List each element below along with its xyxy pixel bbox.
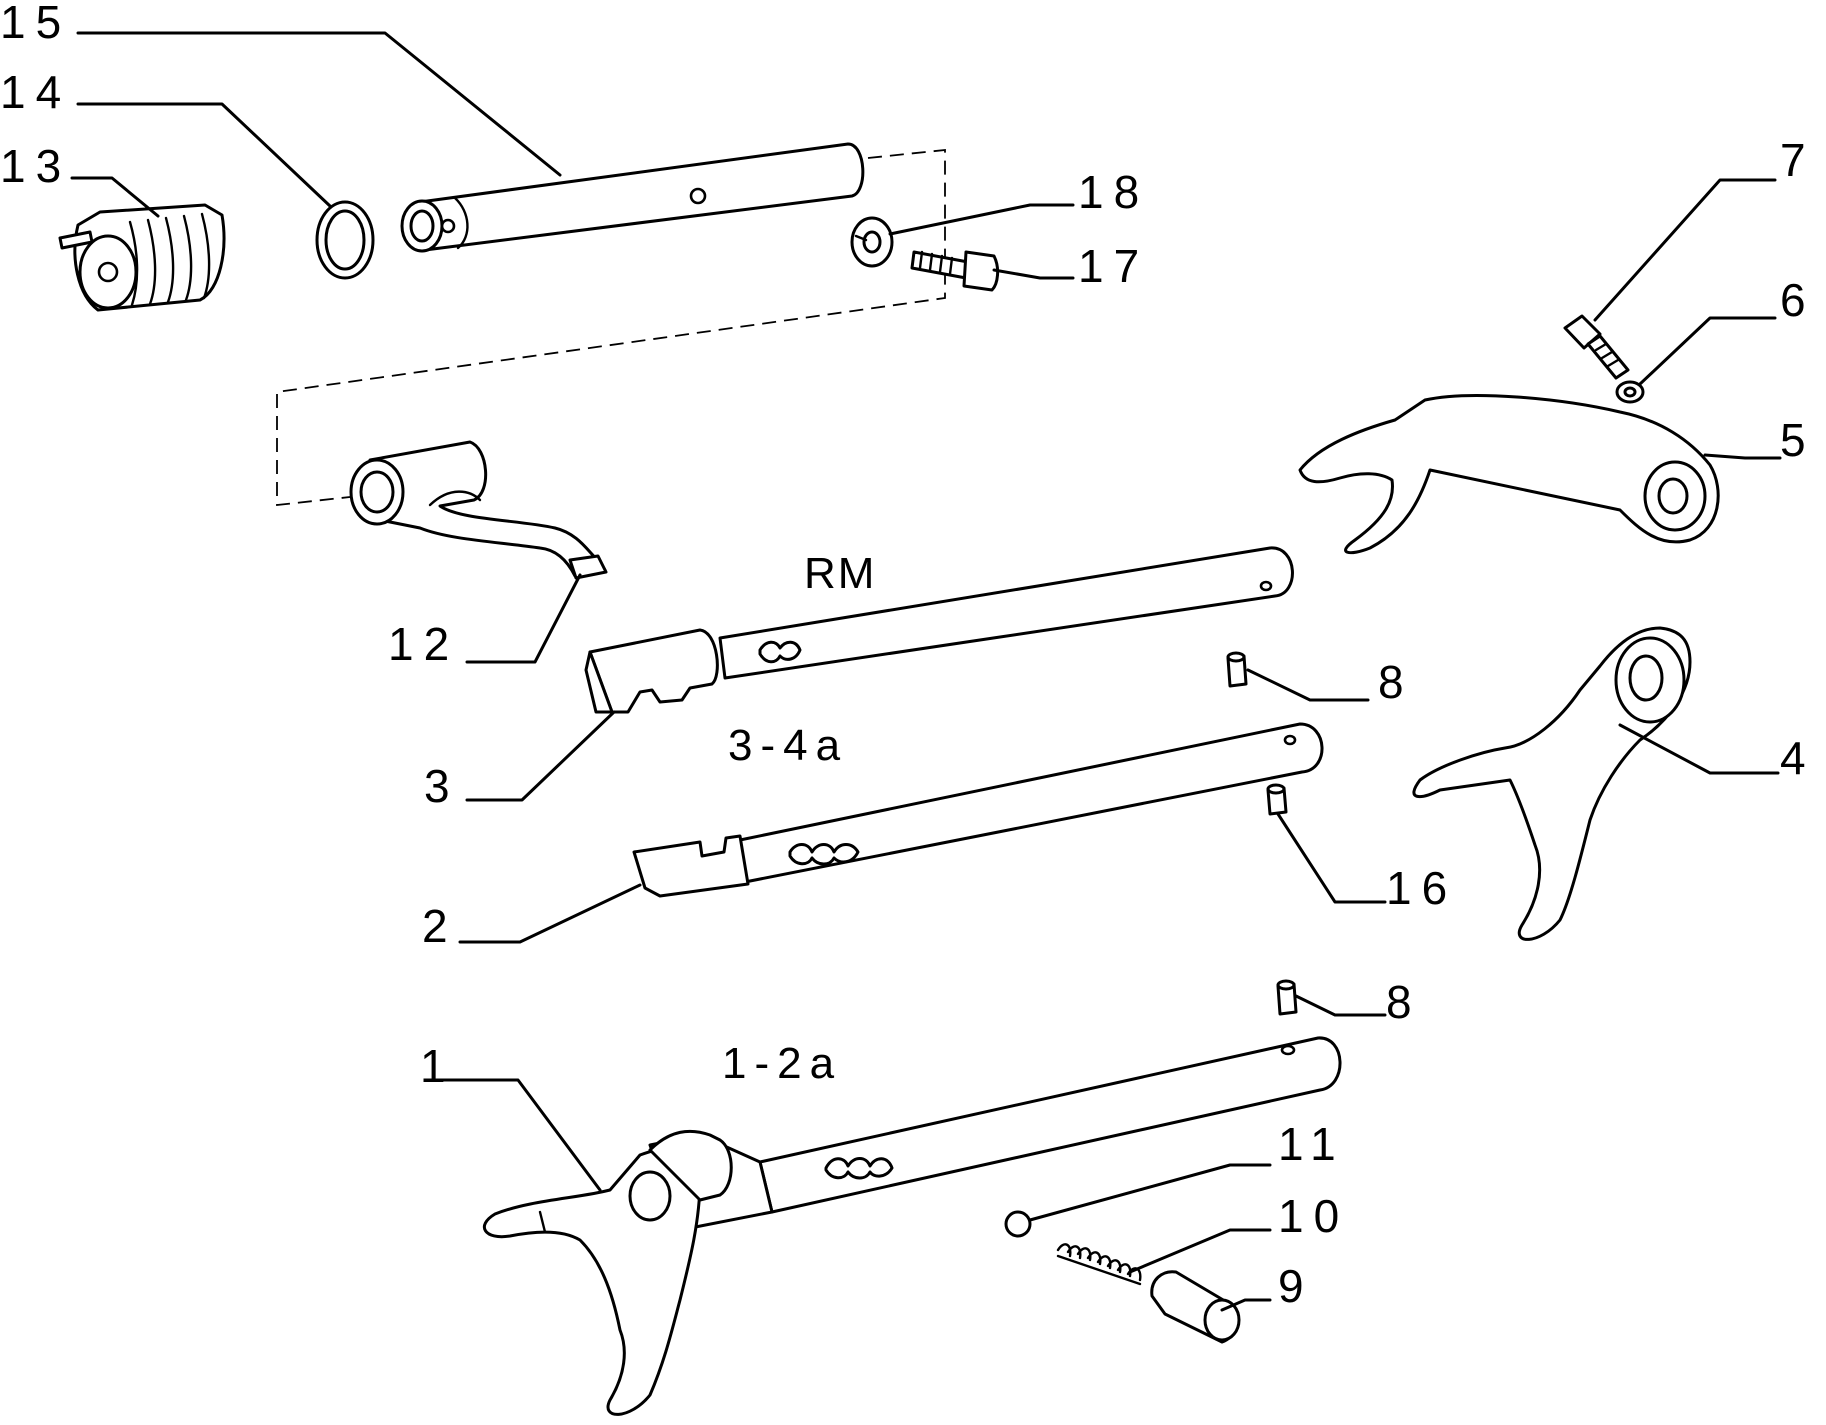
part-7-bolt bbox=[1563, 314, 1630, 380]
callout-7: 7 bbox=[1780, 134, 1816, 186]
leader-15 bbox=[76, 31, 562, 177]
assembly-guide-dashed bbox=[276, 149, 946, 507]
callout-16: 16 bbox=[1386, 862, 1457, 914]
leader-14 bbox=[76, 102, 332, 208]
part-6-washer bbox=[1615, 380, 1645, 404]
leader-12 bbox=[465, 573, 582, 664]
callout-14: 14 bbox=[0, 66, 71, 118]
leader-2 bbox=[458, 883, 642, 944]
part-16-pin bbox=[1266, 783, 1288, 816]
leader-1 bbox=[438, 1078, 602, 1192]
callout-4: 4 bbox=[1780, 732, 1816, 784]
part-18-washer bbox=[850, 216, 894, 268]
leader-16 bbox=[1276, 812, 1387, 904]
part-13-threaded-plug bbox=[58, 203, 226, 312]
part-12-selector-lever bbox=[349, 440, 608, 580]
leader-17 bbox=[992, 268, 1075, 280]
callout-11: 11 bbox=[1278, 1118, 1346, 1170]
callout-numbers: 15 14 13 18 17 7 6 5 12 8 3 4 16 2 8 1 1… bbox=[0, 0, 1816, 1312]
callout-12: 12 bbox=[388, 618, 459, 670]
part-4-selector-fork bbox=[1412, 626, 1692, 941]
part-2-selector-rod bbox=[632, 722, 1324, 898]
callout-5: 5 bbox=[1780, 414, 1816, 466]
callout-9: 9 bbox=[1278, 1260, 1314, 1312]
callout-1: 1 bbox=[420, 1040, 456, 1092]
leader-4 bbox=[1618, 723, 1780, 775]
leader-7 bbox=[1593, 178, 1777, 322]
part-8-pin-upper bbox=[1226, 651, 1248, 688]
part-11-ball bbox=[1004, 1210, 1032, 1238]
part-8-pin-lower bbox=[1276, 979, 1298, 1016]
callout-10: 10 bbox=[1278, 1190, 1349, 1242]
leader-3 bbox=[465, 710, 616, 802]
part-5-selector-fork bbox=[1298, 394, 1720, 555]
part-17-bolt bbox=[910, 250, 1000, 292]
gear-label-rm: RM bbox=[804, 549, 876, 598]
part-9-plunger bbox=[1150, 1270, 1241, 1344]
leader-8b bbox=[1294, 994, 1387, 1017]
gear-label-3-4a: 3-4a bbox=[728, 721, 848, 770]
callout-15: 15 bbox=[0, 0, 71, 48]
part-1-selector-rod-fork bbox=[482, 1036, 1342, 1416]
leader-6 bbox=[1638, 316, 1777, 386]
leader-9 bbox=[1220, 1298, 1272, 1312]
callout-6: 6 bbox=[1780, 274, 1816, 326]
leader-8a bbox=[1246, 668, 1370, 702]
callout-18: 18 bbox=[1078, 166, 1149, 218]
leader-18 bbox=[888, 203, 1075, 236]
leader-13 bbox=[70, 176, 160, 218]
callout-2: 2 bbox=[422, 900, 458, 952]
callout-17: 17 bbox=[1078, 240, 1149, 292]
leader-11 bbox=[1028, 1163, 1272, 1222]
gear-labels: RM 3-4a 1-2a bbox=[722, 549, 876, 1088]
part-15-selector-shaft bbox=[400, 142, 865, 253]
part-14-o-ring bbox=[315, 200, 375, 280]
part-10-spring bbox=[1056, 1243, 1142, 1286]
leader-10 bbox=[1128, 1228, 1272, 1274]
callout-3: 3 bbox=[424, 760, 460, 812]
leader-5 bbox=[1703, 453, 1782, 460]
callout-13: 13 bbox=[0, 140, 71, 192]
gear-label-1-2a: 1-2a bbox=[722, 1039, 842, 1088]
callout-8-lower: 8 bbox=[1386, 976, 1422, 1028]
part-rm-selector-rod bbox=[584, 546, 1294, 714]
leader-lines bbox=[70, 31, 1782, 1312]
callout-8-upper: 8 bbox=[1378, 656, 1414, 708]
